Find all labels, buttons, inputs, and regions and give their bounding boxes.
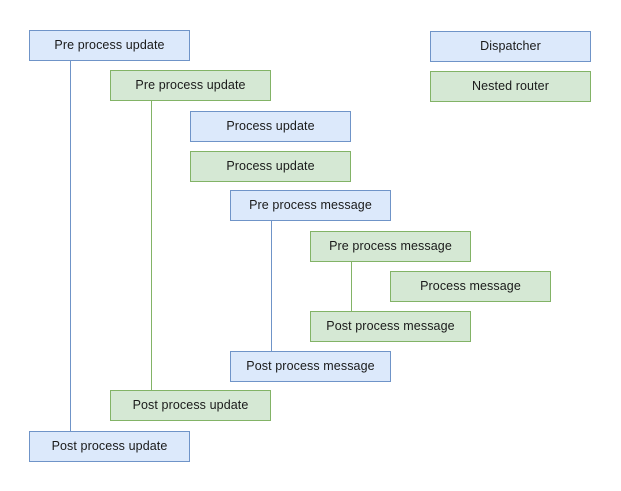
- node-post-process-update-dispatcher[interactable]: Post process update: [29, 431, 190, 462]
- node-pre-process-update-nested[interactable]: Pre process update: [110, 70, 271, 101]
- connector-pre-process-update-to-post-process-update: [70, 60, 71, 433]
- node-label: Post process message: [326, 318, 455, 333]
- node-label: Post process update: [132, 397, 249, 412]
- node-process-update-dispatcher[interactable]: Process update: [190, 111, 351, 142]
- legend-item-label: Dispatcher: [480, 38, 541, 53]
- connector-pre-process-update-to-post-process-update: [151, 100, 152, 393]
- node-process-update-nested[interactable]: Process update: [190, 151, 351, 182]
- node-post-process-update-nested[interactable]: Post process update: [110, 390, 271, 421]
- connector-pre-process-message-to-post-process-message: [271, 220, 272, 353]
- node-process-message-nested[interactable]: Process message: [390, 271, 551, 302]
- node-label: Process message: [420, 278, 521, 293]
- legend-item-nested-router: Nested router: [430, 71, 591, 102]
- node-label: Pre process message: [329, 238, 452, 253]
- connector-pre-process-message-to-post-process-message: [351, 261, 352, 313]
- node-label: Post process update: [51, 438, 168, 453]
- node-post-process-message-nested[interactable]: Post process message: [310, 311, 471, 342]
- node-label: Process update: [226, 118, 315, 133]
- node-label: Process update: [226, 158, 315, 173]
- node-label: Pre process update: [135, 77, 246, 92]
- node-pre-process-message-nested[interactable]: Pre process message: [310, 231, 471, 262]
- node-label: Post process message: [246, 358, 375, 373]
- node-label: Pre process update: [54, 37, 165, 52]
- legend-item-label: Nested router: [471, 78, 550, 93]
- node-pre-process-update-dispatcher[interactable]: Pre process update: [29, 30, 190, 61]
- node-post-process-message-dispatcher[interactable]: Post process message: [230, 351, 391, 382]
- node-label: Pre process message: [249, 197, 372, 212]
- legend-item-dispatcher: Dispatcher: [430, 31, 591, 62]
- node-pre-process-message-dispatcher[interactable]: Pre process message: [230, 190, 391, 221]
